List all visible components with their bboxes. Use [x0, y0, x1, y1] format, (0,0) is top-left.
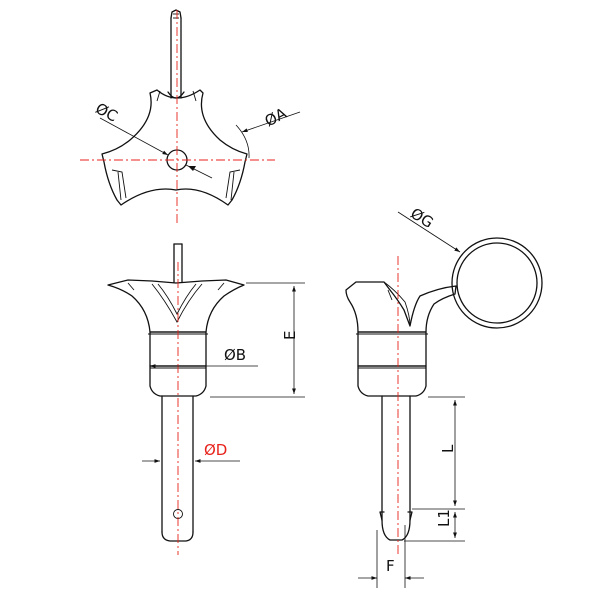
dim-oc: ØC [92, 99, 213, 179]
top-view [80, 9, 275, 225]
front-head [107, 279, 245, 333]
label-dia-b: ØB [224, 346, 246, 364]
dim-oa: ØA [235, 104, 301, 159]
top-view-pin [167, 9, 185, 99]
label-dim-e: E [281, 331, 299, 340]
lobe-tips [111, 90, 241, 201]
ring-inner [456, 242, 538, 324]
label-dia-a: ØA [262, 104, 291, 131]
side-view [345, 237, 543, 555]
dim-od: ØD [142, 441, 240, 463]
dim-e: E [210, 282, 305, 398]
side-head [345, 281, 457, 333]
handle-body [101, 89, 248, 206]
label-dia-g: ØG [407, 204, 436, 232]
label-dim-l1: L1 [435, 509, 453, 527]
label-dim-f: F [386, 557, 395, 575]
label-dia-c: ØC [92, 99, 120, 125]
label-dim-l: L [439, 444, 457, 453]
dim-l: L [412, 396, 465, 510]
label-dia-d: ØD [204, 441, 227, 459]
dim-f: F [358, 525, 424, 588]
dim-og: ØG [397, 204, 461, 253]
front-view [107, 243, 245, 555]
ring-outer [451, 237, 543, 329]
dim-l1: L1 [404, 509, 465, 542]
dim-ob: ØB [150, 346, 258, 368]
